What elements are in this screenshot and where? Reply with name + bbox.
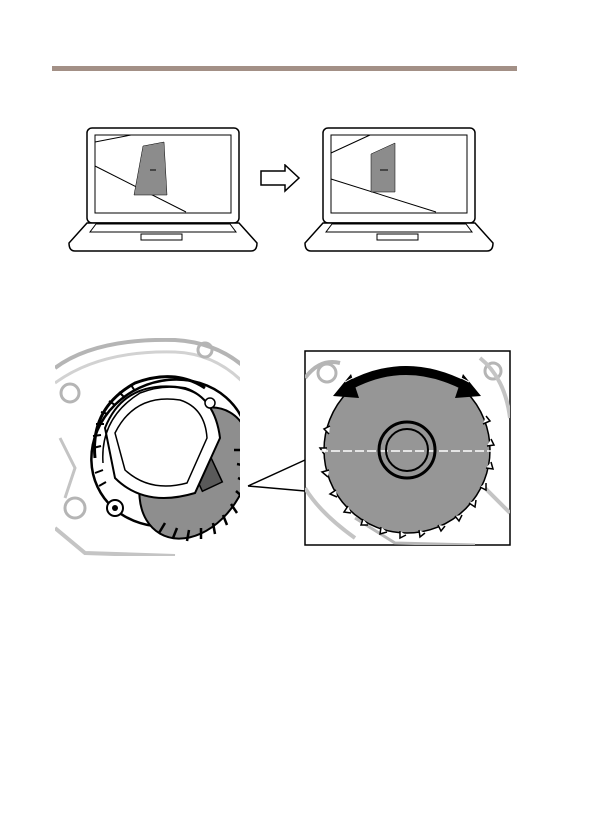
camera-rotation-illustration xyxy=(55,338,515,558)
camera-rotation-figure xyxy=(55,338,515,558)
right-arrow-icon xyxy=(259,164,301,194)
arrow-figure xyxy=(259,164,301,194)
laptop-before-figure xyxy=(66,126,260,256)
header-rule xyxy=(52,66,517,71)
laptop-image-leveled-icon xyxy=(302,126,496,256)
laptop-after-figure xyxy=(302,126,496,256)
laptop-image-tilted-icon xyxy=(66,126,260,256)
